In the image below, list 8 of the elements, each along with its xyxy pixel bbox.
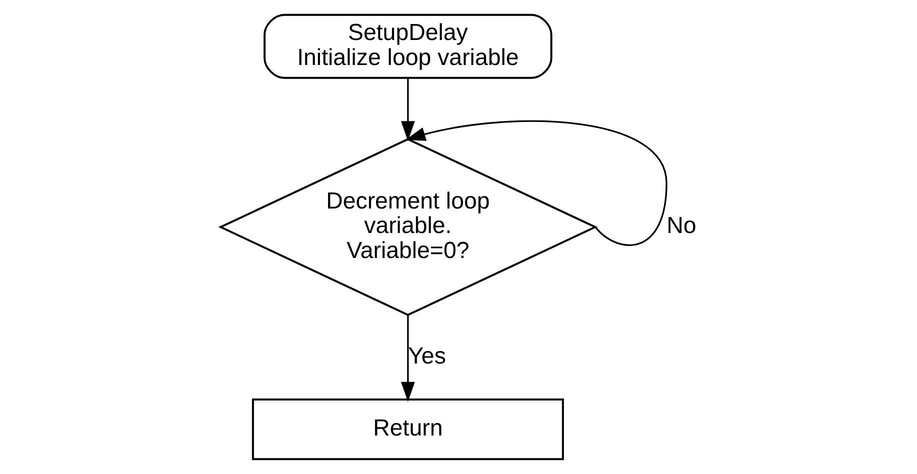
node-box: SetupDelay Initialize loop variable — [264, 14, 552, 79]
arrow — [400, 78, 415, 142]
node-box: Return — [252, 398, 564, 460]
arrow — [406, 120, 668, 246]
edge-label: No — [666, 212, 696, 238]
node-diamond: Decrement loop variable. Variable=0? — [218, 138, 598, 316]
edge-label: Yes — [408, 342, 446, 368]
arrow — [400, 315, 415, 402]
